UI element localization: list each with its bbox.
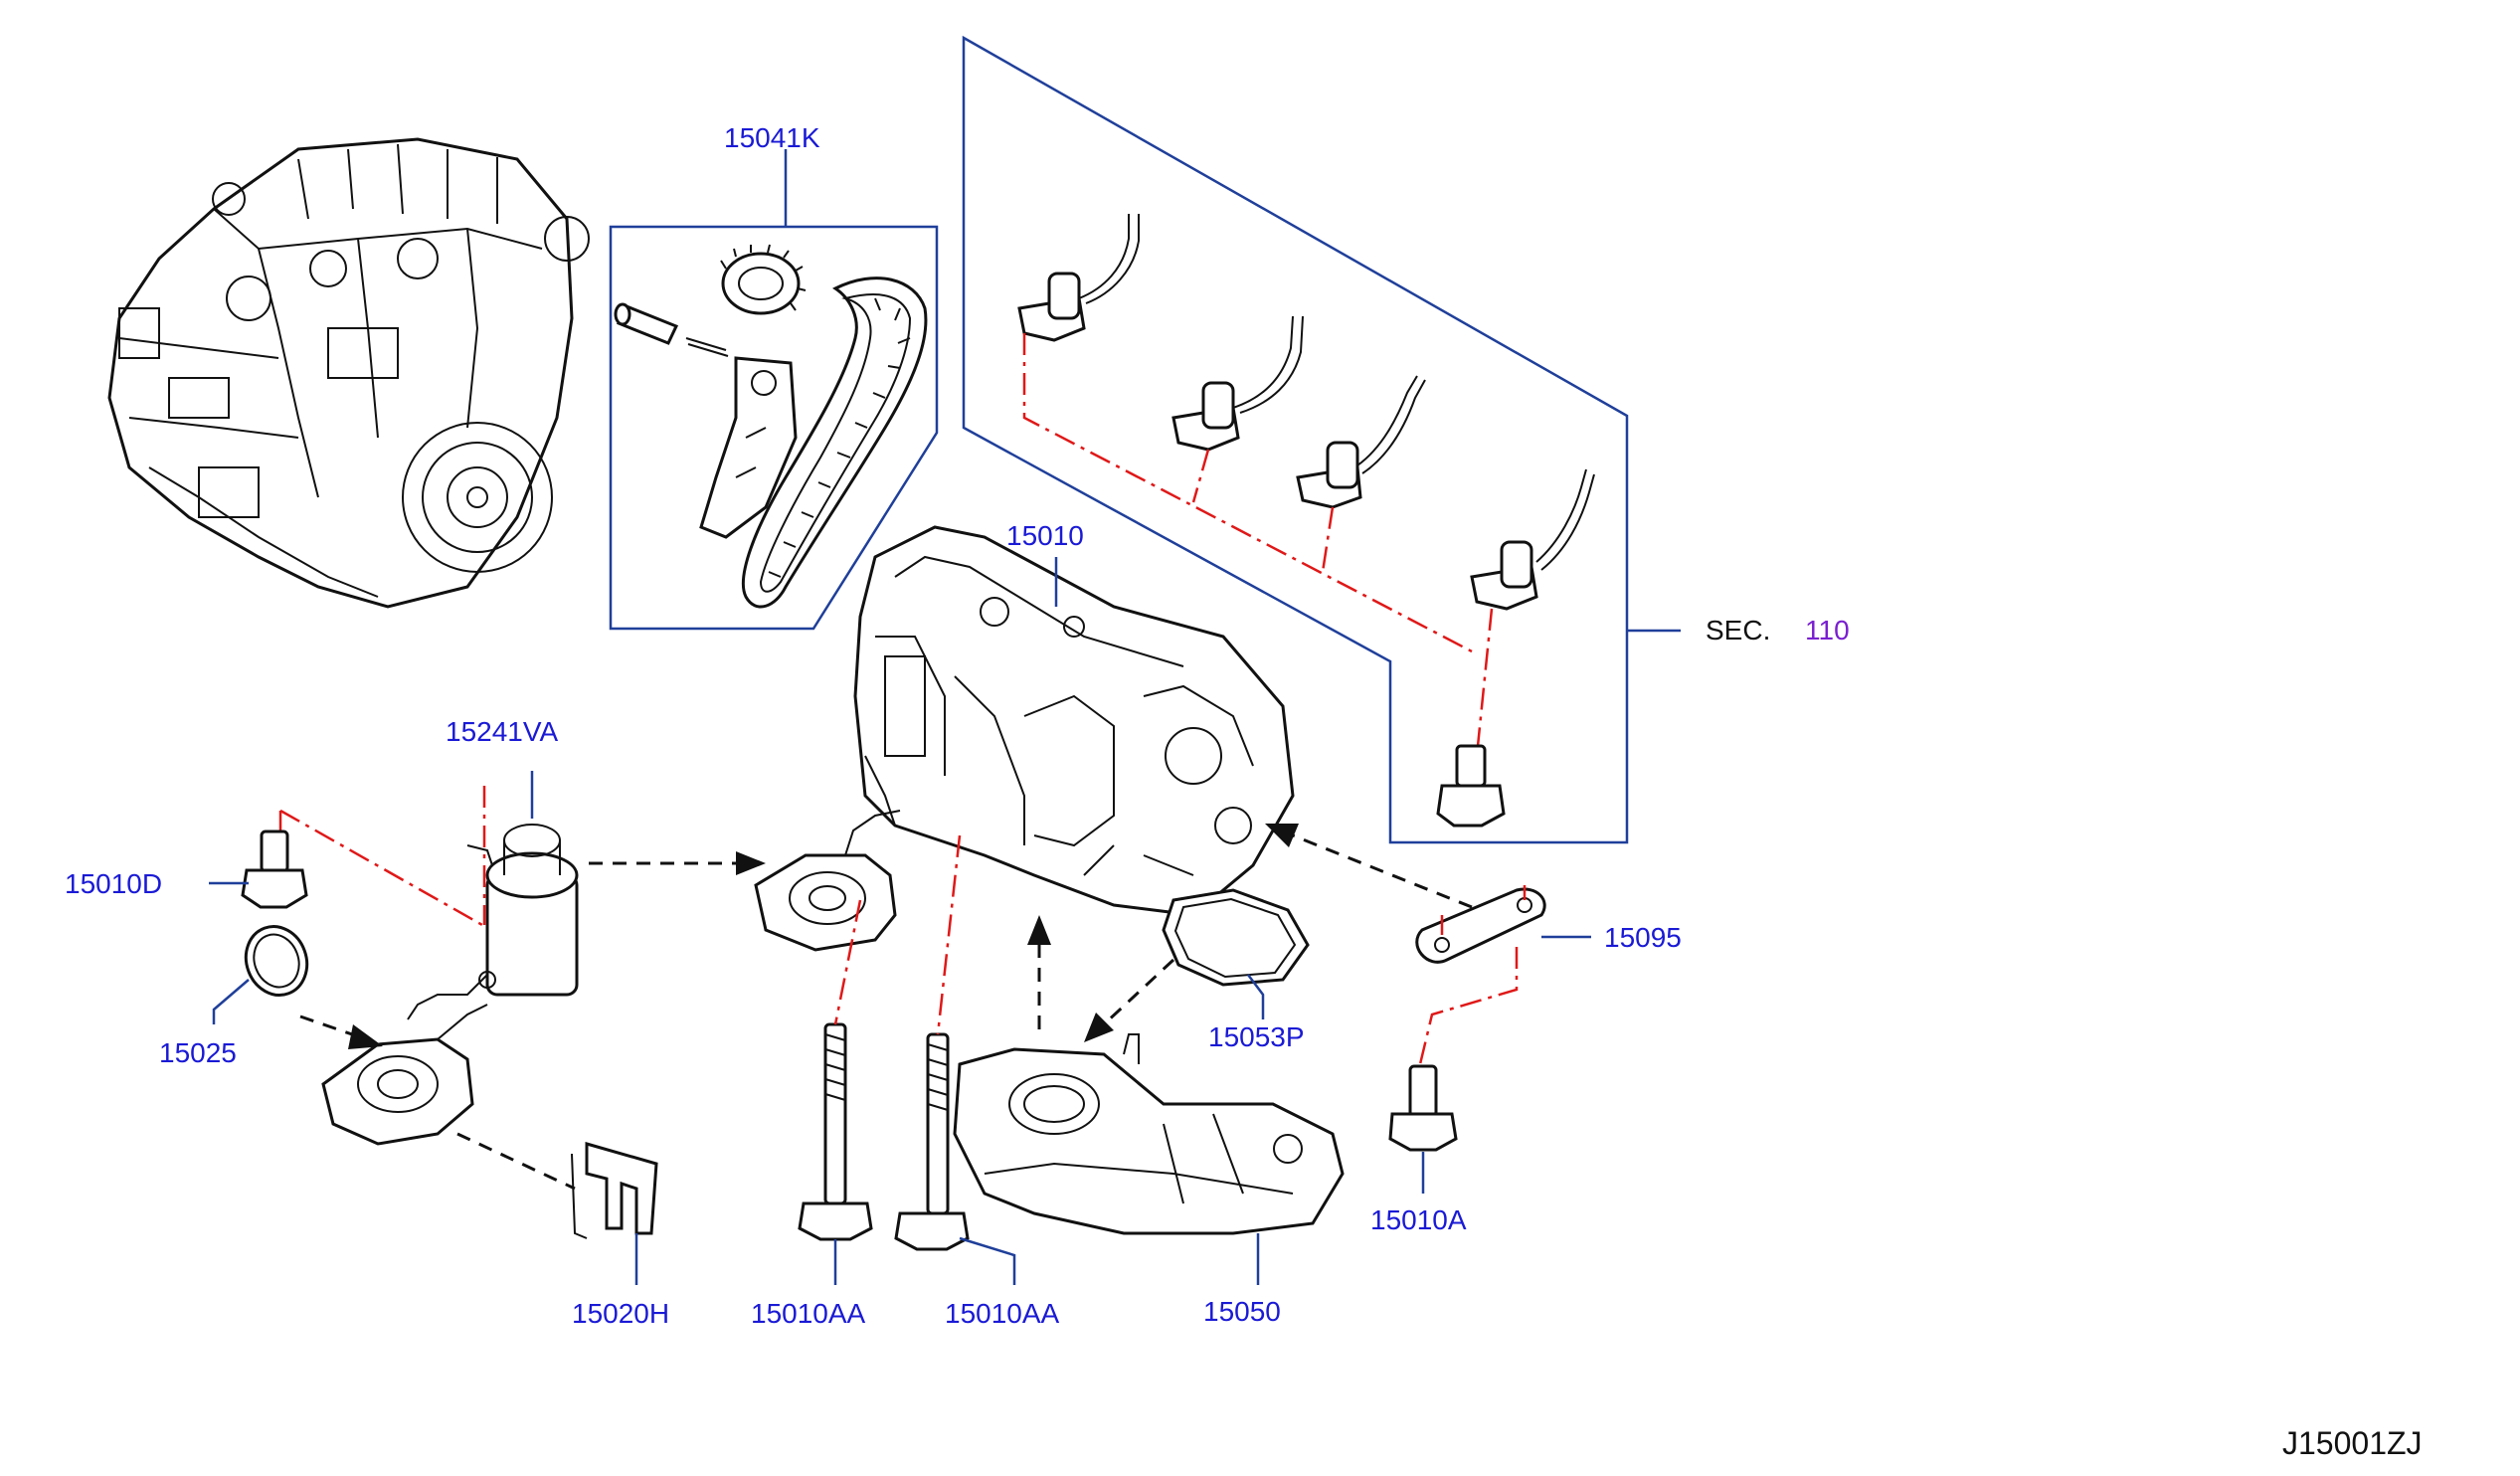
phantom-line — [936, 834, 962, 1035]
bolt-15010D-illustration — [241, 830, 308, 909]
valve-timing-actuator-illustration — [754, 810, 901, 952]
label-15095: 15095 — [1604, 922, 1682, 953]
timing-chain-kit-group — [609, 149, 939, 631]
label-15010: 15010 — [1006, 520, 1084, 551]
label-15010AA-a: 15010AA — [751, 1298, 866, 1329]
sprocket-illustration — [720, 244, 807, 315]
label-15020H: 15020H — [572, 1298, 669, 1329]
label-sec-prefix: SEC. — [1706, 615, 1770, 646]
chain-tensioner-guide-illustration — [699, 356, 798, 539]
label-15050: 15050 — [1203, 1296, 1281, 1327]
plate-15095-illustration — [1415, 887, 1546, 964]
assembly-arrows — [299, 824, 1473, 1191]
oil-pump-housing-illustration — [853, 525, 1295, 917]
valve-timing-actuator-illustration — [321, 1004, 488, 1146]
timing-chain-kit-box — [609, 225, 939, 631]
label-sec-number: 110 — [1805, 615, 1850, 646]
label-15010A: 15010A — [1370, 1204, 1467, 1235]
bolt-illustration — [1436, 744, 1506, 828]
diagram-code: J15001ZJ — [2282, 1425, 2423, 1461]
sensor-illustration — [1470, 468, 1595, 611]
phantom-line — [278, 809, 483, 927]
bolt-15010AA-illustration — [798, 1022, 873, 1241]
bolt-15010AA-illustration — [894, 1032, 970, 1251]
leader-15010AA-b — [959, 1236, 1016, 1285]
label-15241VA: 15241VA — [446, 716, 558, 747]
label-15010AA-b: 15010AA — [945, 1298, 1060, 1329]
phantom-line — [1418, 947, 1519, 1065]
engine-assembly-illustration — [107, 137, 590, 609]
sec-110-group — [962, 35, 1681, 844]
o-ring-illustration — [244, 925, 309, 997]
phantom-line — [1022, 333, 1473, 653]
leader-15025 — [212, 979, 250, 1024]
solenoid-valve-illustration — [407, 824, 579, 1020]
sensor-illustration — [1017, 214, 1140, 342]
sensor-illustration — [1296, 375, 1426, 509]
label-15025: 15025 — [159, 1037, 237, 1068]
leader-15053P — [1247, 974, 1265, 1019]
oil-pan-illustration — [953, 1033, 1345, 1235]
phantom-line — [1191, 449, 1210, 503]
sensor-illustration — [1171, 315, 1304, 452]
timing-chain-illustration — [741, 277, 928, 609]
guide-pin-illustration — [614, 302, 729, 357]
phantom-line — [1321, 506, 1335, 573]
bolt-15010A-illustration — [1388, 1064, 1458, 1152]
phantom-line — [1475, 608, 1494, 757]
label-15053P: 15053P — [1208, 1021, 1305, 1052]
label-15041K: 15041K — [724, 122, 820, 153]
retainer-clip-illustration — [571, 1142, 658, 1239]
label-15010D: 15010D — [65, 868, 162, 899]
phantom-line — [833, 899, 862, 1025]
gasket-illustration — [1162, 888, 1310, 987]
sec-110-box — [962, 35, 1629, 844]
